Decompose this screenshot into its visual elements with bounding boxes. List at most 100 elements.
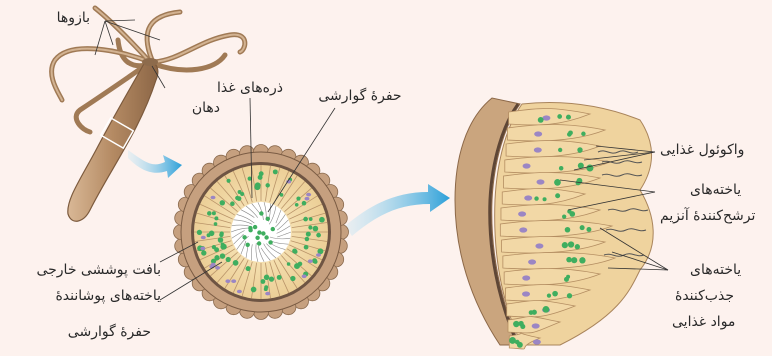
food-granule [227,179,231,183]
food-granule [233,260,239,266]
tissue-detail [455,98,653,349]
food-vacuole-granule [555,193,560,198]
food-granule [314,227,318,231]
nucleus [215,266,220,270]
food-particle [259,211,263,215]
food-vacuole-granule [534,196,538,200]
nucleus [316,253,321,257]
nucleus [200,247,205,251]
nucleus [305,197,310,201]
nucleus [522,291,530,296]
food-vacuole-granule [562,215,566,219]
food-vacuole-granule [567,132,572,137]
food-particle [253,225,257,229]
nucleus [201,236,206,240]
food-vacuole-granule [554,179,561,186]
food-particle [271,227,275,231]
food-granule [197,230,202,235]
food-particle [266,217,270,221]
food-granule [220,200,225,205]
food-granule [240,192,244,196]
food-particle [255,236,259,240]
nucleus [306,193,311,197]
food-vacuole-granule [586,227,591,232]
nucleus [535,243,543,248]
food-vacuole-granule [566,257,571,262]
label-outer-covering-tissue: بافت پوششی خارجی [36,262,161,280]
label-food-vacuole: واکوئول غذایی [660,142,744,160]
food-vacuole-granule [581,132,585,136]
food-granule [298,262,303,267]
nucleus [265,292,270,296]
food-particle [242,235,246,239]
food-granule [214,247,219,252]
food-granule [304,245,309,250]
food-granule [290,276,295,281]
food-vacuole-granule [562,242,568,248]
nucleus [523,163,531,168]
food-granule [255,182,261,188]
nucleus [534,147,542,152]
nucleus [524,195,532,200]
nucleus [532,323,540,328]
label-absorbing-cells-line1: یاخته‌های [690,262,741,280]
food-granule [269,276,274,281]
label-mouth: دهان [192,100,220,118]
nucleus [211,263,216,267]
food-vacuole-granule [571,257,577,263]
nucleus [522,275,530,280]
food-granule [235,196,239,200]
food-particle [268,240,272,244]
food-granule [219,233,223,237]
food-granule [264,287,268,291]
food-vacuole-granule [558,148,562,152]
food-granule [313,260,317,264]
food-granule [319,217,325,223]
food-granule [260,279,265,284]
food-vacuole-granule [579,257,585,263]
nucleus [237,290,242,294]
food-granule [295,203,299,207]
arrow-section-to-detail [345,184,450,236]
food-vacuole-granule [547,293,551,297]
food-granule [221,244,227,250]
food-vacuole-granule [557,114,562,119]
food-granule [201,250,206,255]
food-granule [287,262,291,266]
nucleus [542,115,550,120]
label-absorbing-cells-line3: مواد غذایی [672,314,735,332]
label-enzyme-cells-line1: یاخته‌های [690,182,741,200]
food-vacuole-granule [552,291,558,297]
food-granule [296,197,300,201]
nucleus [534,131,542,136]
food-granule [230,201,235,206]
food-particle [246,243,250,247]
nucleus [225,279,230,283]
food-granule [306,232,311,237]
nucleus [528,259,536,264]
label-lining-cells-line2: حفرهٔ گوارشی [68,324,151,342]
cross-section [174,145,349,320]
food-vacuole-granule [568,241,574,247]
food-granule [264,275,269,280]
food-vacuole-granule [543,197,547,201]
label-absorbing-cells-line2: جذب‌کنندهٔ [675,288,734,306]
food-granule [259,171,264,176]
food-granule [214,255,219,260]
food-vacuole-granule [564,277,569,282]
food-granule [309,217,313,221]
food-vacuole-granule [567,293,572,298]
food-particle [264,235,268,239]
food-vacuole-granule [518,321,523,326]
food-vacuole-granule [509,337,516,344]
label-enzyme-cells-line2: ترشح‌کنندهٔ آنزیم [660,208,755,226]
nucleus [302,275,307,279]
food-granule [251,287,257,293]
food-vacuole-granule [517,342,523,348]
food-vacuole-granule [543,306,550,313]
food-vacuole-granule [580,225,585,230]
food-vacuole-granule [578,149,582,153]
nucleus [519,227,527,232]
food-vacuole-granule [559,166,564,171]
label-food-particles: ذره‌های غذا [200,80,300,98]
